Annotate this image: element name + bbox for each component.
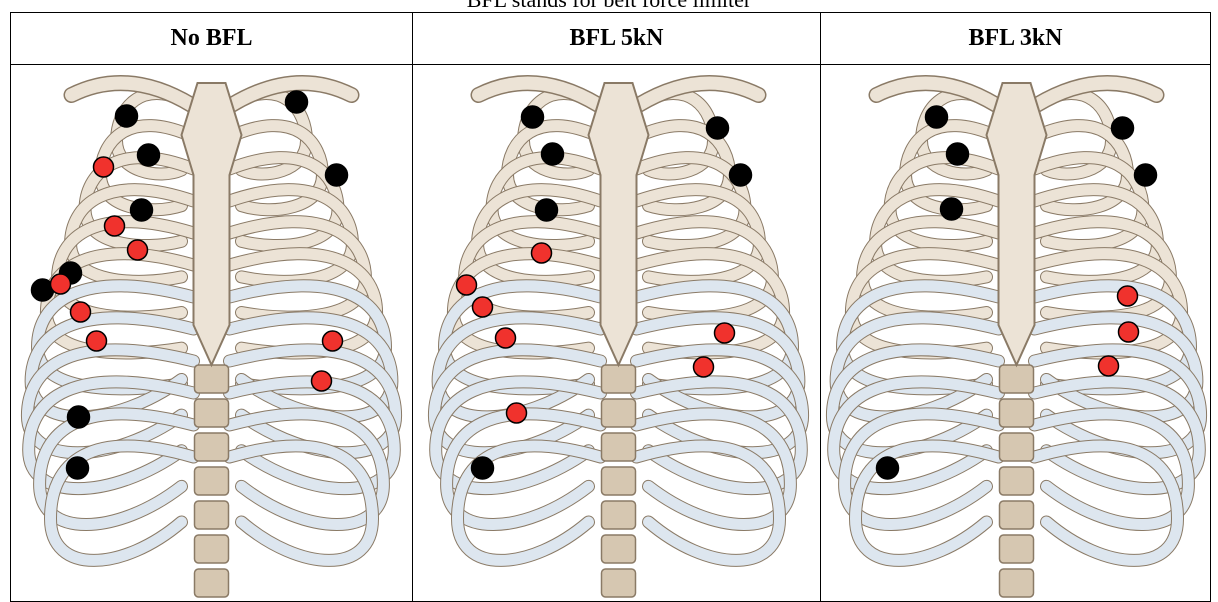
vertebra <box>602 399 636 427</box>
red-marker <box>457 275 477 295</box>
black-marker <box>522 106 544 128</box>
black-marker <box>1135 164 1157 186</box>
caption-text: BFL stands for belt force limiter <box>0 0 1218 11</box>
red-marker <box>507 403 527 423</box>
vertebra <box>1000 569 1034 597</box>
vertebra <box>195 399 229 427</box>
vertebra <box>602 467 636 495</box>
panel-bfl-3kn <box>821 65 1211 602</box>
red-marker <box>87 331 107 351</box>
vertebra <box>602 365 636 393</box>
black-marker <box>116 105 138 127</box>
red-marker <box>715 323 735 343</box>
black-marker <box>947 143 969 165</box>
vertebra <box>195 569 229 597</box>
column-header-bfl-5kn: BFL 5kN <box>413 13 821 65</box>
vertebra <box>195 501 229 529</box>
black-marker <box>536 199 558 221</box>
vertebra <box>1000 535 1034 563</box>
red-marker <box>312 371 332 391</box>
red-marker <box>473 297 493 317</box>
red-marker <box>323 331 343 351</box>
rib-cage-diagram <box>413 65 820 601</box>
column-header-bfl-3kn: BFL 3kN <box>821 13 1211 65</box>
black-marker <box>286 91 308 113</box>
vertebra <box>1000 501 1034 529</box>
panel-no-bfl <box>11 65 413 602</box>
red-marker <box>1119 322 1139 342</box>
vertebra <box>602 535 636 563</box>
red-marker <box>496 328 516 348</box>
rib-cage-diagram <box>11 65 412 601</box>
image-row <box>11 65 1211 602</box>
vertebra <box>602 433 636 461</box>
red-marker <box>128 240 148 260</box>
column-header-no-bfl: No BFL <box>11 13 413 65</box>
vertebra <box>1000 365 1034 393</box>
rib-cage-illustration <box>832 83 1200 597</box>
black-marker <box>68 406 90 428</box>
header-row: No BFL BFL 5kN BFL 3kN <box>11 13 1211 65</box>
table-caption: BFL stands for belt force limiter <box>0 0 1218 12</box>
vertebra <box>195 365 229 393</box>
vertebra <box>1000 399 1034 427</box>
red-marker <box>71 302 91 322</box>
black-marker <box>1112 117 1134 139</box>
vertebra <box>195 467 229 495</box>
rib-cage-illustration <box>434 83 802 597</box>
vertebra <box>1000 467 1034 495</box>
black-marker <box>67 457 89 479</box>
red-marker <box>94 157 114 177</box>
red-marker <box>694 357 714 377</box>
vertebra <box>195 433 229 461</box>
vertebra <box>1000 433 1034 461</box>
red-marker <box>1099 356 1119 376</box>
black-marker <box>138 144 160 166</box>
black-marker <box>707 117 729 139</box>
vertebra <box>195 535 229 563</box>
black-marker <box>131 199 153 221</box>
panel-bfl-5kn <box>413 65 821 602</box>
rib-cage-diagram <box>821 65 1210 601</box>
red-marker <box>51 274 71 294</box>
black-marker <box>730 164 752 186</box>
vertebra <box>602 569 636 597</box>
vertebra <box>602 501 636 529</box>
black-marker <box>877 457 899 479</box>
black-marker <box>472 457 494 479</box>
black-marker <box>941 198 963 220</box>
red-marker <box>1118 286 1138 306</box>
red-marker <box>105 216 125 236</box>
red-marker <box>532 243 552 263</box>
black-marker <box>926 106 948 128</box>
black-marker <box>542 143 564 165</box>
black-marker <box>326 164 348 186</box>
comparison-table: No BFL BFL 5kN BFL 3kN <box>10 12 1211 602</box>
